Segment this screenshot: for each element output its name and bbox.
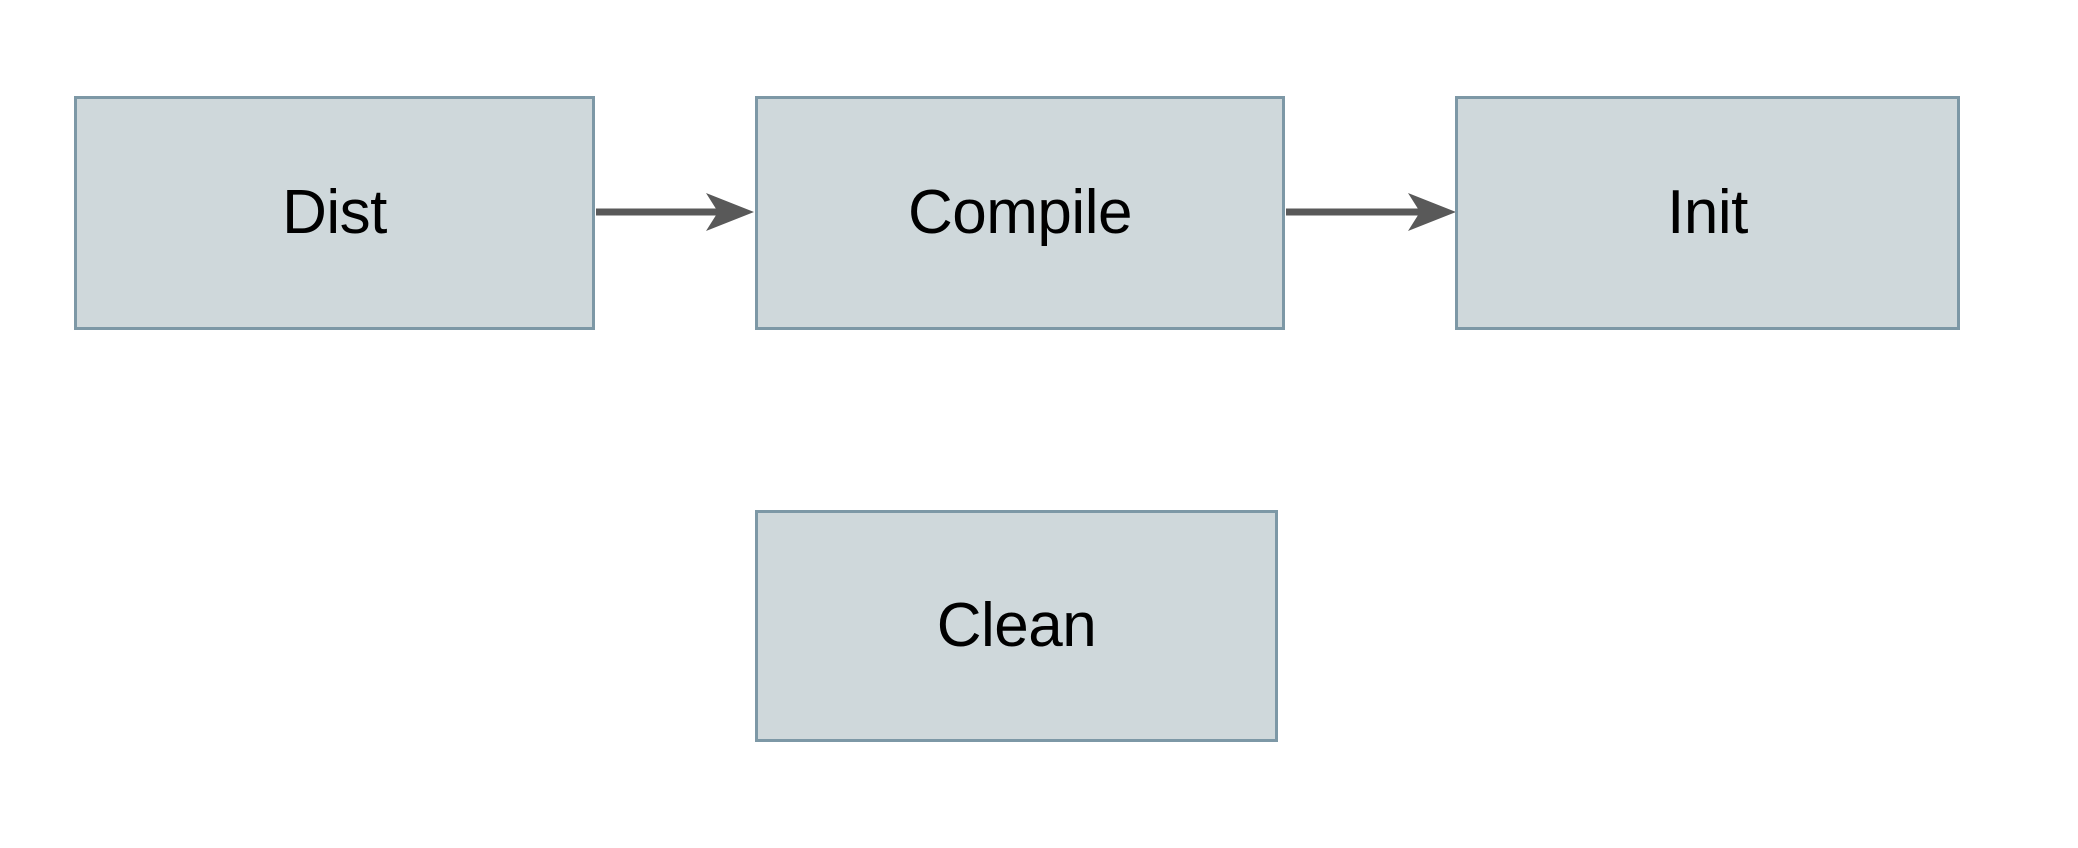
arrowhead-icon bbox=[706, 193, 754, 231]
edge-dist-to-compile bbox=[596, 193, 754, 231]
node-init[interactable]: Init bbox=[1455, 96, 1960, 330]
edge-compile-to-init bbox=[1286, 193, 1456, 231]
node-init-label: Init bbox=[1667, 178, 1748, 247]
node-dist-label: Dist bbox=[282, 178, 387, 247]
node-dist[interactable]: Dist bbox=[74, 96, 595, 330]
node-clean-label: Clean bbox=[936, 591, 1097, 660]
node-compile[interactable]: Compile bbox=[755, 96, 1285, 330]
node-clean[interactable]: Clean bbox=[755, 510, 1278, 742]
node-compile-label: Compile bbox=[908, 178, 1132, 247]
arrowhead-icon bbox=[1408, 193, 1456, 231]
